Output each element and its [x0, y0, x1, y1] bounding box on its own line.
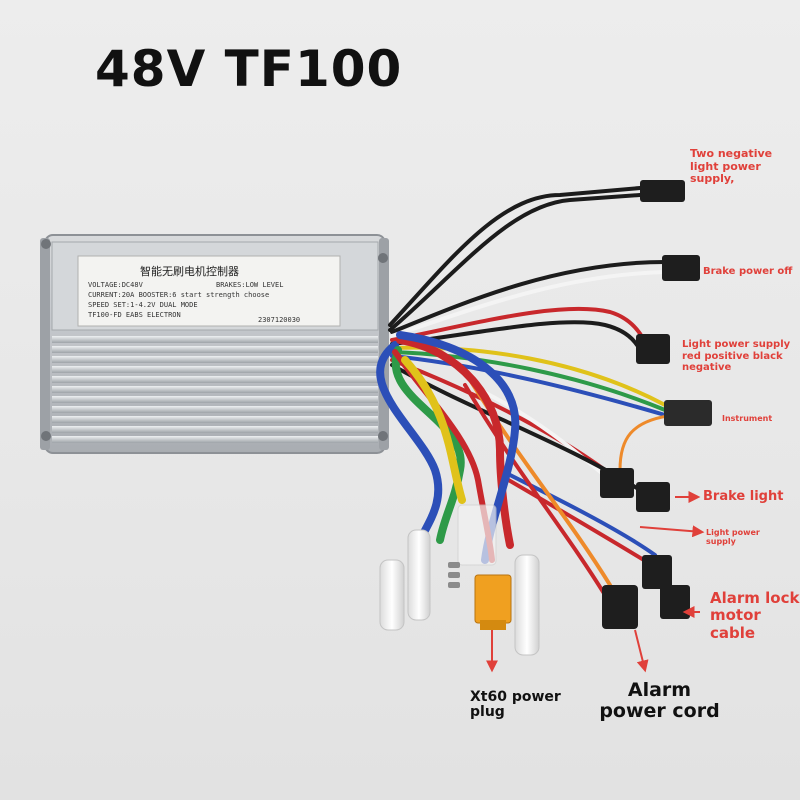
xt60-connector [474, 574, 512, 624]
controller-box: 智能无刷电机控制器 VOLTAGE:DC48V BRAKES:LOW LEVEL… [40, 234, 389, 454]
connector-instrument [664, 400, 712, 426]
connector-brake-light-a [600, 468, 634, 498]
screw-icon [378, 431, 388, 441]
label-xt60: Xt60 power plug [470, 689, 561, 721]
connector-light-power [636, 334, 670, 364]
screw-icon [41, 239, 51, 249]
pin-icon [448, 562, 460, 568]
bullet-connector-blue [407, 529, 431, 621]
bullet-connector-green [379, 559, 405, 631]
bullet-connector-yellow [514, 554, 540, 656]
sticker-current: CURRENT:20A BOOSTER:6 start strength cho… [88, 291, 269, 299]
screw-icon [41, 431, 51, 441]
light-power-arrow [639, 525, 705, 538]
sticker-model: TF100-FD EABS ELECTRON [88, 311, 181, 319]
screw-icon [378, 253, 388, 263]
label-brake-power-off: Brake power off [703, 266, 793, 277]
label-two-negative: Two negative light power supply, [690, 147, 773, 186]
pin-icon [448, 572, 460, 578]
annotation-arrows [486, 491, 705, 673]
pin-icon [448, 582, 460, 588]
connectors [379, 180, 712, 656]
connector-two-negative [640, 180, 685, 202]
label-alarm-power-cord: Alarm power cord [599, 679, 720, 722]
sticker-voltage: VOLTAGE:DC48V [88, 281, 144, 289]
connector-brake-light-b [636, 482, 670, 512]
connector-alarm-power [602, 585, 638, 629]
label-light-power-supply: Light power supply [706, 528, 760, 547]
label-instrument: Instrument [722, 414, 773, 423]
sticker-brakes: BRAKES:LOW LEVEL [216, 281, 283, 289]
sticker-heading: 智能无刷电机控制器 [140, 264, 239, 278]
connector-alarm-lock-a [642, 555, 672, 589]
sticker-serial: 2307120030 [258, 316, 300, 324]
heatsink-fins [52, 336, 378, 443]
label-light-power-supply-red: Light power supply red positive black ne… [682, 339, 791, 373]
label-alarm-lock: Alarm lock motor cable [710, 589, 800, 642]
sticker-speed: SPEED SET:1-4.2V DUAL MODE [88, 301, 198, 309]
page-title: 48V TF100 [95, 40, 403, 98]
label-brake-light: Brake light [703, 489, 784, 504]
hall-connector [457, 504, 497, 566]
spec-sticker: 智能无刷电机控制器 VOLTAGE:DC48V BRAKES:LOW LEVEL… [77, 255, 341, 327]
connector-alarm-lock-b [660, 585, 690, 619]
connector-brake-power-off [662, 255, 700, 281]
alarm-power-arrow [634, 629, 649, 673]
